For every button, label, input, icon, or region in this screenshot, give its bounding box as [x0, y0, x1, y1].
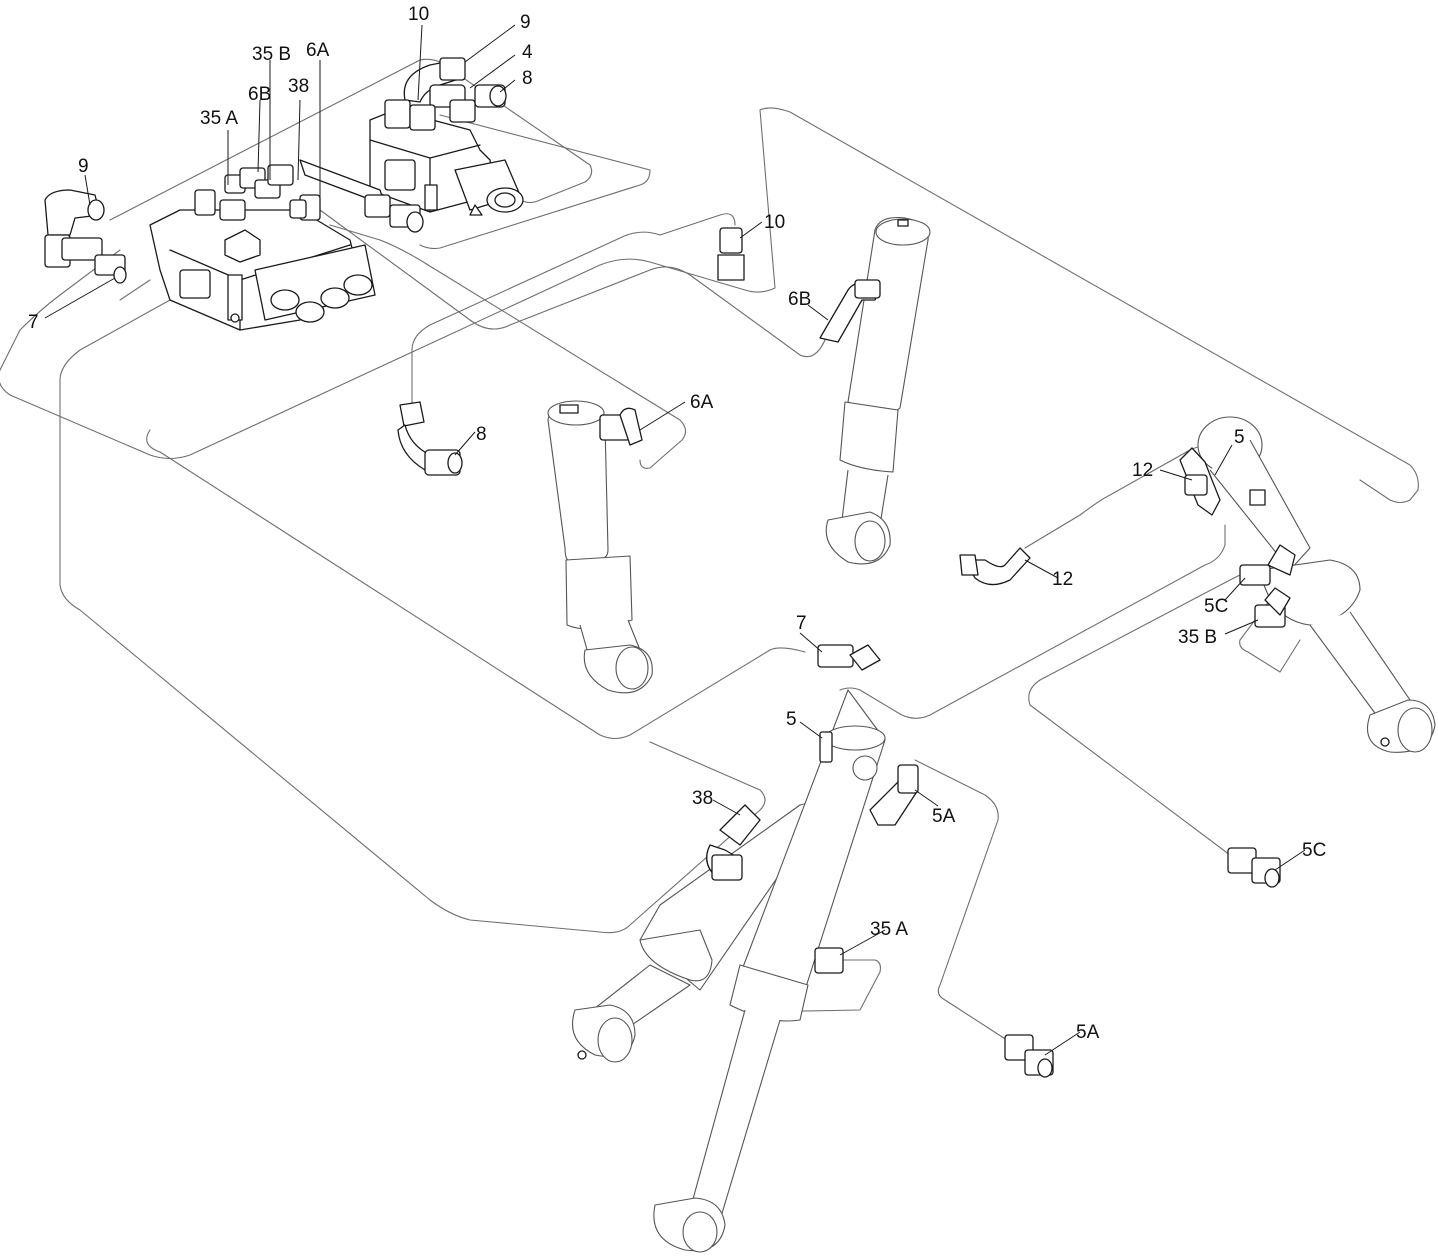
hose-5-loop: [839, 524, 1226, 719]
callout-12-b: 12: [1052, 569, 1073, 590]
leader-lines: [44, 24, 1306, 1056]
callout-5a-bottom: 5A: [1076, 1022, 1100, 1043]
callout-35b-top: 35 B: [252, 44, 291, 65]
callout-38-top: 38: [288, 76, 309, 97]
hose-outer-right: [0, 107, 1419, 504]
callout-8-mid: 8: [476, 424, 487, 445]
callout-5c-bottom: 5C: [1302, 840, 1326, 861]
callout-9-left: 9: [78, 156, 89, 177]
cylinder-bottom-left: [571, 803, 819, 1063]
valve-block-left: [149, 209, 376, 331]
hose-8-loop: [411, 213, 736, 406]
callout-labels: 10 9 4 8 35 B 6A 6B 38 35 A 9 7 10 6B 8 …: [28, 4, 1326, 1043]
callout-8-top: 8: [522, 68, 533, 89]
callout-5-center: 5: [786, 709, 797, 730]
hose-6b-loop: [319, 209, 826, 358]
cylinder-bottom-center: [653, 689, 886, 1253]
callout-12-a: 12: [1132, 460, 1153, 481]
callout-5-right: 5: [1234, 427, 1245, 448]
fittings: [44, 57, 1296, 1078]
callout-9-top: 9: [520, 12, 531, 33]
hose-9-loop: [109, 58, 593, 221]
callout-10-top: 10: [408, 4, 429, 25]
callout-35b-right: 35 B: [1178, 627, 1217, 648]
cylinder-right: [1197, 416, 1436, 753]
hose-7-loop: [119, 279, 806, 740]
callout-6a-top: 6A: [306, 40, 330, 61]
callout-6b-top: 6B: [248, 84, 271, 105]
callout-5c-right: 5C: [1204, 596, 1228, 617]
cylinder-center-left: [547, 400, 653, 694]
callout-4: 4: [522, 42, 533, 63]
callout-7-left: 7: [28, 312, 39, 333]
callout-38-bottom: 38: [692, 788, 713, 809]
callout-6a-mid: 6A: [690, 392, 714, 413]
valve-block-top: [369, 109, 524, 216]
callout-6b-mid: 6B: [788, 289, 811, 310]
hose-5a-loop: [914, 759, 1011, 1043]
callout-5a-center: 5A: [932, 806, 956, 827]
hose-10-loop: [419, 114, 651, 250]
hose-5c-loop: [1028, 569, 1251, 856]
callout-7-mid: 7: [796, 613, 807, 634]
hose-35b-loop: [1239, 599, 1301, 673]
callout-35a-top: 35 A: [200, 108, 238, 129]
callout-10-mid: 10: [764, 212, 785, 233]
cylinder-center-right: [825, 216, 931, 565]
hose-35a-loop: [749, 959, 881, 1013]
callout-35a-bottom: 35 A: [870, 919, 908, 940]
hose-6a-loop: [329, 224, 687, 469]
